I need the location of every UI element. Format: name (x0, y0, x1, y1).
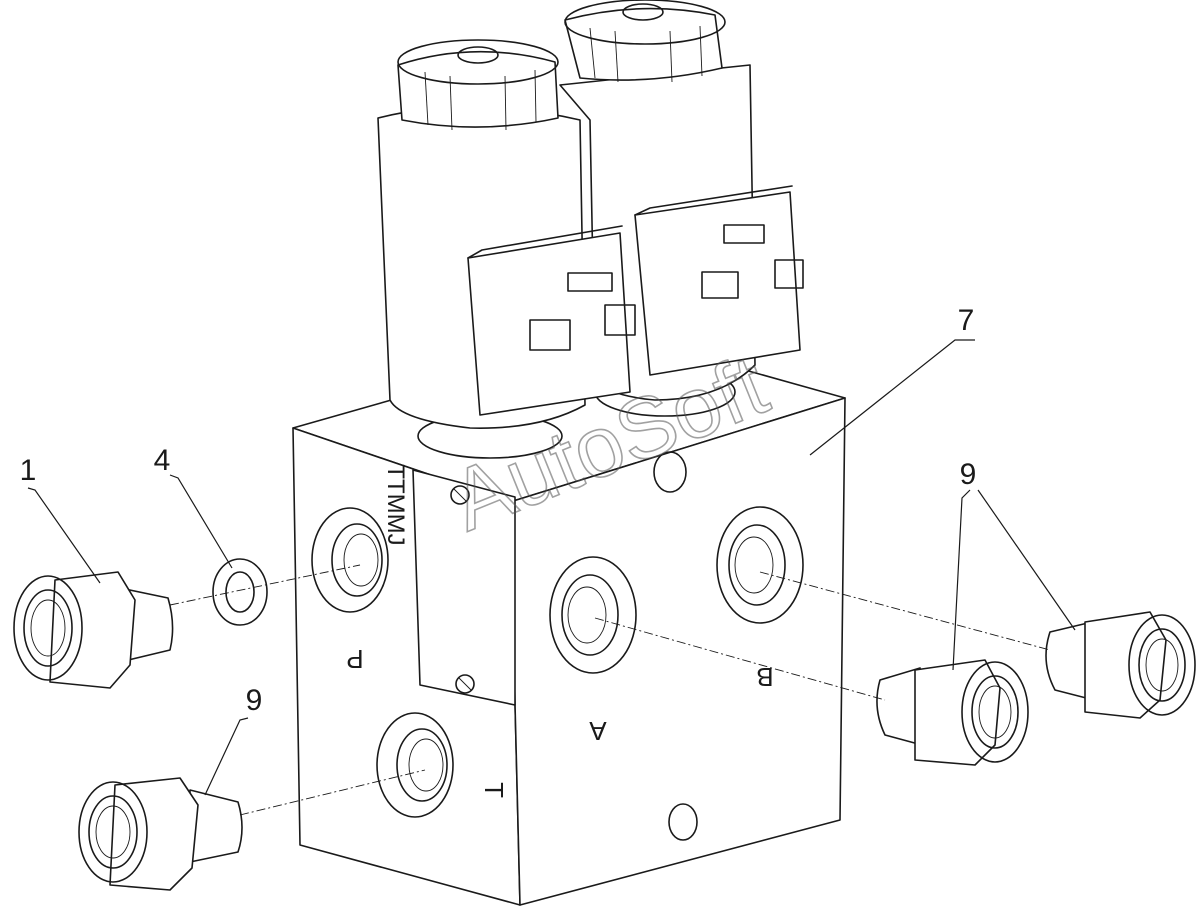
callout-7: 7 (958, 304, 975, 337)
callout-9-left: 9 (246, 684, 263, 717)
leader-lines (27, 339, 1076, 796)
solenoid-front (377, 39, 636, 459)
port-label-t: T (479, 782, 509, 798)
port-p-bore (311, 507, 389, 613)
fitting-9-lower-left (78, 777, 243, 891)
port-b-bore (716, 506, 804, 624)
port-label-b: B (756, 662, 773, 692)
fitting-9-far-right (1045, 611, 1196, 719)
callout-9-right: 9 (960, 458, 977, 491)
callout-1: 1 (20, 454, 37, 487)
name-plate (412, 469, 516, 706)
port-label-p: P (346, 644, 363, 674)
port-a-bore (549, 556, 637, 674)
washer-4 (212, 558, 268, 626)
callout-4: 4 (154, 444, 171, 477)
body-marking: TTMMJ (382, 464, 409, 545)
assembly-center-lines (169, 564, 1051, 816)
port-t-bore (376, 712, 454, 818)
fitting-1 (13, 571, 174, 689)
port-label-a: A (589, 716, 607, 746)
fitting-9-middle-right (876, 659, 1029, 766)
